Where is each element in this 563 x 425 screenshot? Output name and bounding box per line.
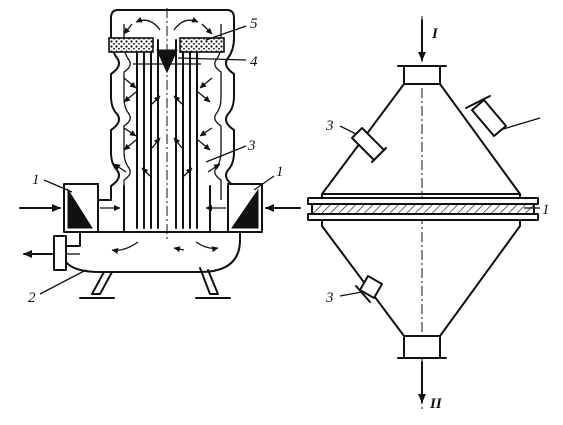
label-inlet: I [431, 26, 439, 42]
bottom-collector [65, 231, 241, 273]
support-leg-left [91, 271, 113, 295]
right-apparatus: I 3 1 3 [307, 16, 550, 412]
flow-arrows-inner [113, 77, 221, 177]
flange-bottom [307, 213, 539, 221]
support-leg-right [199, 267, 219, 295]
side-nozzle-upper-right [465, 95, 541, 137]
label-3-bottom: 3 [325, 290, 334, 306]
side-nozzle-3-bottom [355, 275, 383, 303]
label-1-left: 1 [32, 172, 40, 188]
label-4: 4 [250, 54, 258, 70]
packing-layer-right [179, 37, 225, 53]
packing-layer-left [108, 37, 154, 53]
lower-cone [321, 219, 521, 337]
label-2: 2 [28, 290, 36, 306]
filter-plate [311, 203, 535, 215]
label-5: 5 [250, 16, 258, 32]
side-nozzle-3-top [351, 127, 387, 163]
left-apparatus: 1 1 2 3 4 5 [19, 8, 301, 306]
label-3: 3 [247, 138, 256, 154]
bottom-nozzle [403, 335, 441, 359]
label-1: 1 [542, 202, 550, 218]
label-outlet: II [429, 396, 443, 412]
outlet-nozzle [53, 235, 67, 271]
label-3-top: 3 [325, 118, 334, 134]
label-1-right: 1 [276, 164, 284, 180]
top-nozzle [403, 65, 441, 85]
